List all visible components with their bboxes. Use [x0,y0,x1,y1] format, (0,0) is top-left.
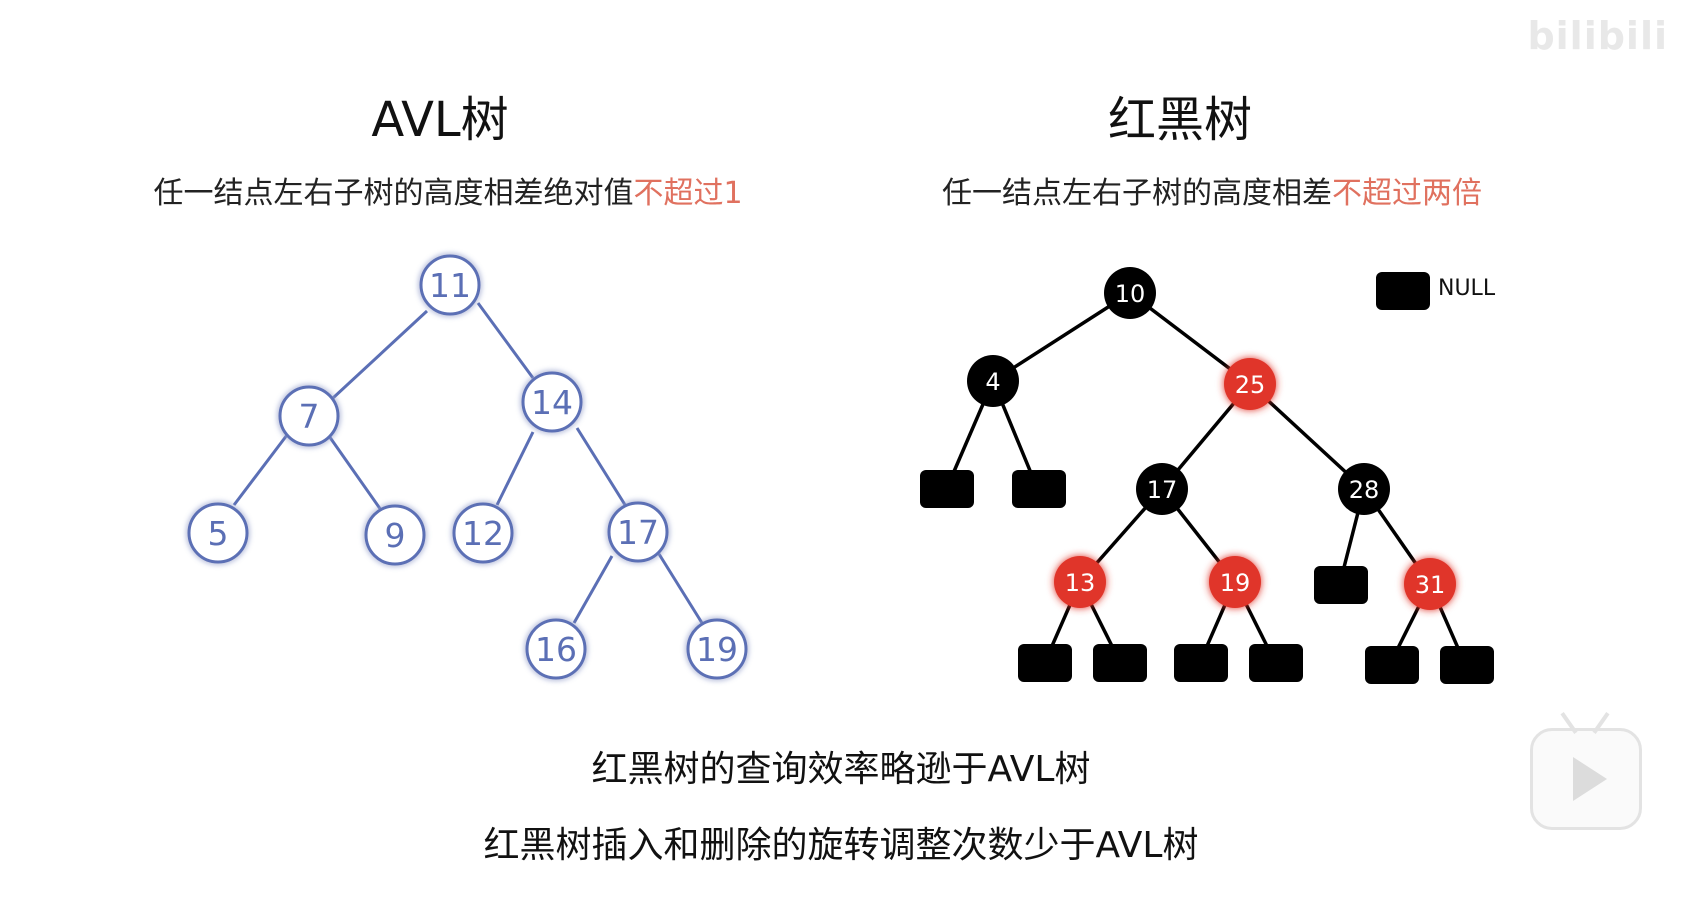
play-button[interactable] [1530,712,1642,830]
rb-subtitle: 任一结点左右子树的高度相差不超过两倍 [862,168,1562,212]
caption-rotation-count: 红黑树插入和删除的旋转调整次数少于AVL树 [483,825,1199,866]
avl-title: AVL树 [371,92,509,148]
avl-node: 16 [525,618,587,680]
avl-edge [232,434,289,506]
avl-node-label: 17 [617,513,659,552]
avl-edge [331,309,429,400]
avl-edge [657,553,704,624]
rb-null-leaf [1249,644,1303,682]
rb-node-red: 31 [1404,558,1456,610]
avl-node-label: 12 [462,514,504,553]
rb-null-leaf [1365,646,1419,684]
avl-node: 11 [419,254,481,316]
avl-node: 19 [686,618,748,680]
avl-subtitle-highlight: 不超过1 [633,176,743,211]
avl-node: 9 [364,504,426,566]
avl-node-label: 11 [429,266,471,305]
avl-edge [575,427,629,509]
rb-node-red: 25 [1224,358,1276,410]
bilibili-watermark: bilibili [1527,14,1668,58]
caption-query-efficiency: 红黑树的查询效率略逊于AVL树 [591,749,1091,790]
rb-node-label: 13 [1065,569,1096,597]
avl-node: 14 [521,371,583,433]
rb-subtitle-text: 任一结点左右子树的高度相差 [942,176,1332,211]
avl-node-label: 14 [531,383,573,422]
rb-node-label: 25 [1235,371,1266,399]
rb-node-label: 10 [1115,280,1146,308]
avl-subtitle-text: 任一结点左右子树的高度相差绝对值 [153,176,634,211]
rb-node-label: 19 [1220,569,1251,597]
avl-node-label: 9 [385,516,406,555]
avl-node-label: 16 [535,630,577,669]
avl-node: 5 [187,502,249,564]
rb-null-leaf [1093,644,1147,682]
rb-null-leaf [1012,470,1066,508]
avl-edge [476,302,535,379]
rb-subtitle-highlight: 不超过两倍 [1332,176,1482,211]
rb-node-red: 19 [1209,556,1261,608]
avl-edge [327,435,383,511]
avl-node-label: 5 [208,514,229,553]
rb-node-label: 31 [1415,571,1446,599]
avl-node-label: 7 [299,397,320,436]
rb-nodes: 10 4 25 17 28 13 19 31 [967,267,1456,610]
avl-edge [495,431,535,506]
null-legend-swatch [1376,272,1430,310]
rb-null-leaf [1314,566,1368,604]
rb-null-leaf [1174,644,1228,682]
rb-node-label: 17 [1147,476,1178,504]
rb-node-black: 17 [1136,463,1188,515]
null-legend-label: NULL [1438,276,1496,301]
avl-node: 17 [607,501,669,563]
rb-node-black: 10 [1104,267,1156,319]
avl-node: 12 [452,502,514,564]
avl-subtitle: 任一结点左右子树的高度相差绝对值不超过1 [98,168,798,212]
play-icon [1573,757,1607,801]
avl-edge [572,555,614,624]
rb-node-red: 13 [1054,556,1106,608]
rb-null-leaf [1018,644,1072,682]
rb-edge [992,291,1131,383]
rb-null-leaves [920,470,1494,684]
rb-node-label: 28 [1349,476,1380,504]
rb-null-leaf [1440,646,1494,684]
avl-node: 7 [278,385,340,447]
rb-node-label: 4 [985,368,1000,396]
rb-null-leaf [920,470,974,508]
rb-title: 红黑树 [1107,92,1252,148]
avl-node-label: 19 [696,630,738,669]
avl-edges [232,302,704,624]
rb-node-black: 4 [967,355,1019,407]
avl-nodes: 11 7 14 5 9 12 17 16 [187,254,748,680]
rb-node-black: 28 [1338,463,1390,515]
